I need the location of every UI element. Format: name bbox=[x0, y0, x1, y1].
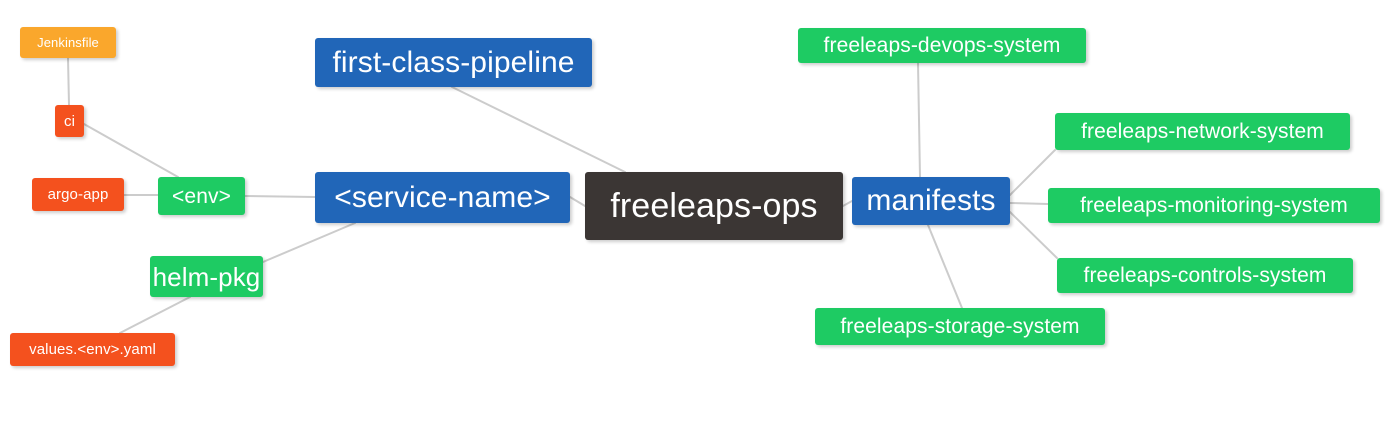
node-label-freeleaps-controls-system: freeleaps-controls-system bbox=[1083, 264, 1327, 287]
edge-service-name-to-helm-pkg bbox=[262, 222, 356, 263]
node-label-ci: ci bbox=[63, 112, 76, 130]
edge-freeleaps-ops-to-first-class-pipeline bbox=[451, 86, 626, 173]
edge-service-name-to-env bbox=[244, 195, 316, 198]
node-label-freeleaps-network-system: freeleaps-network-system bbox=[1081, 120, 1324, 143]
node-label-first-class-pipeline: first-class-pipeline bbox=[332, 45, 575, 79]
edge-manifests-to-freeleaps-devops-system bbox=[917, 62, 921, 178]
node-freeleaps-devops-system[interactable]: freeleaps-devops-system bbox=[798, 28, 1086, 63]
node-label-env: <env> bbox=[172, 184, 231, 208]
node-label-values-env-yaml: values.<env>.yaml bbox=[29, 341, 156, 358]
edge-manifests-to-freeleaps-storage-system bbox=[927, 224, 963, 309]
node-freeleaps-monitoring-system[interactable]: freeleaps-monitoring-system bbox=[1048, 188, 1380, 223]
node-freeleaps-ops[interactable]: freeleaps-ops bbox=[585, 172, 843, 240]
node-label-freeleaps-storage-system: freeleaps-storage-system bbox=[840, 315, 1080, 338]
node-helm-pkg[interactable]: helm-pkg bbox=[150, 256, 263, 297]
node-label-helm-pkg: helm-pkg bbox=[152, 261, 261, 292]
node-service-name[interactable]: <service-name> bbox=[315, 172, 570, 223]
node-freeleaps-network-system[interactable]: freeleaps-network-system bbox=[1055, 113, 1350, 150]
node-freeleaps-controls-system[interactable]: freeleaps-controls-system bbox=[1057, 258, 1353, 293]
node-argo-app[interactable]: argo-app bbox=[32, 178, 124, 211]
node-label-freeleaps-devops-system: freeleaps-devops-system bbox=[823, 34, 1061, 57]
node-env[interactable]: <env> bbox=[158, 177, 245, 215]
node-label-service-name: <service-name> bbox=[334, 180, 551, 214]
node-label-freeleaps-ops: freeleaps-ops bbox=[610, 187, 818, 225]
edge-helm-pkg-to-values-env-yaml bbox=[119, 296, 191, 334]
node-ci[interactable]: ci bbox=[55, 105, 84, 137]
node-first-class-pipeline[interactable]: first-class-pipeline bbox=[315, 38, 592, 87]
edge-freeleaps-ops-to-service-name bbox=[569, 196, 586, 207]
node-label-jenkinsfile: Jenkinsfile bbox=[37, 35, 99, 50]
node-label-freeleaps-monitoring-system: freeleaps-monitoring-system bbox=[1080, 194, 1348, 217]
node-jenkinsfile[interactable]: Jenkinsfile bbox=[20, 27, 116, 58]
node-freeleaps-storage-system[interactable]: freeleaps-storage-system bbox=[815, 308, 1105, 345]
node-label-argo-app: argo-app bbox=[47, 186, 109, 203]
node-label-manifests: manifests bbox=[866, 184, 996, 217]
edge-manifests-to-freeleaps-monitoring-system bbox=[1009, 202, 1049, 205]
node-manifests[interactable]: manifests bbox=[852, 177, 1010, 225]
edge-freeleaps-ops-to-manifests bbox=[842, 200, 853, 207]
node-values-env-yaml[interactable]: values.<env>.yaml bbox=[10, 333, 175, 366]
edge-ci-to-jenkinsfile bbox=[67, 57, 70, 106]
edge-env-to-ci bbox=[83, 123, 179, 178]
